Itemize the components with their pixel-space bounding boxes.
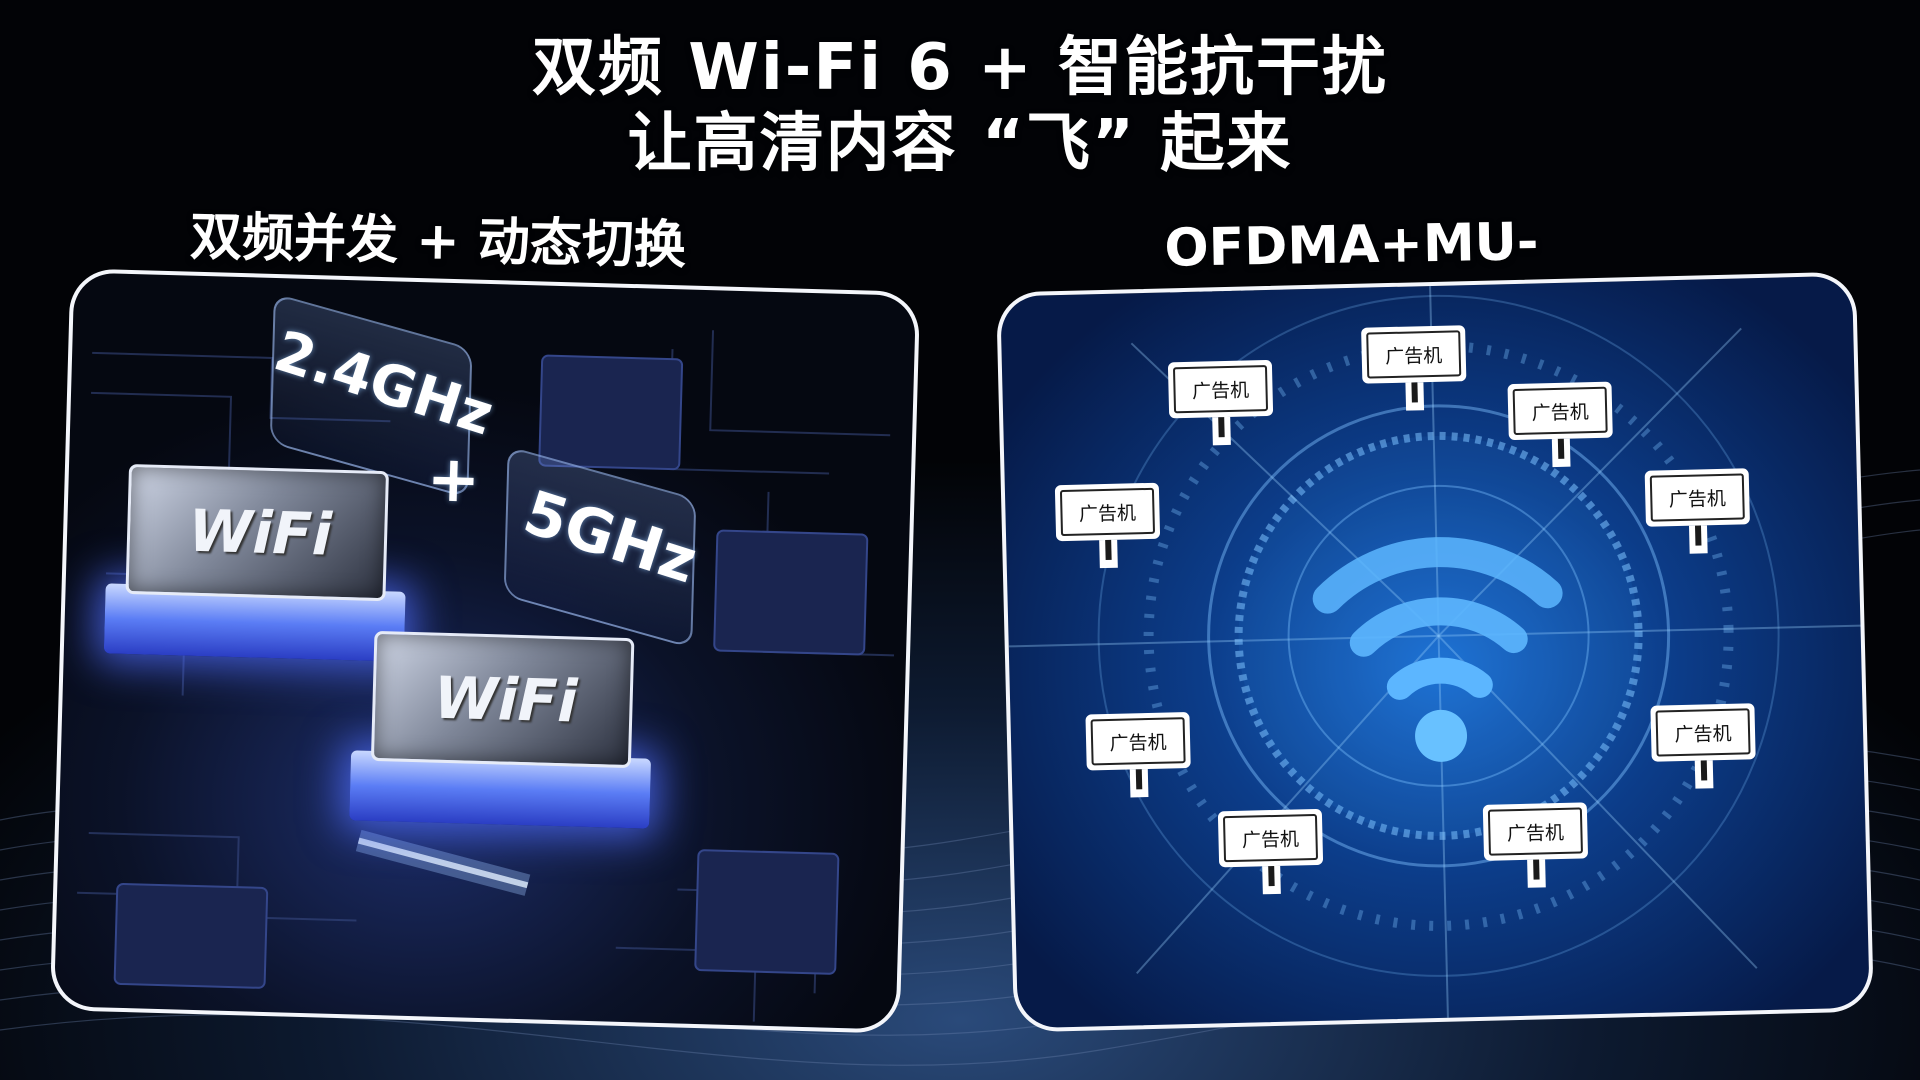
headline-line-2: 让高清内容 “飞” 起来	[627, 107, 1293, 181]
signage-device-2: 广告机	[1361, 325, 1467, 412]
wifi-chip-2-label: WiFi	[433, 663, 579, 736]
signage-device-3-label: 广告机	[1512, 386, 1608, 436]
signage-device-1: 广告机	[1167, 359, 1274, 447]
wifi-chip-2: WiFi	[349, 630, 654, 829]
wifi-chip-1-label: WiFi	[187, 496, 333, 569]
circuit-board-art	[77, 330, 895, 1022]
signage-device-4-label: 广告机	[1059, 487, 1156, 537]
network-hub-art	[1008, 285, 1869, 1026]
headline-line-1: 双频 Wi-Fi 6 + 智能抗干扰	[531, 31, 1389, 105]
signage-device-9-label: 广告机	[1487, 807, 1583, 856]
signage-device-4: 广告机	[1054, 482, 1161, 570]
dual-band-panel: 2.4GHz + 5GHz WiFi WiFi	[49, 268, 921, 1034]
ofdma-panel: 广告机 广告机 广告机 广告机 广告机 广告机 广告机 广告机 广告机	[996, 271, 1874, 1033]
signage-device-3: 广告机	[1507, 381, 1613, 469]
signage-device-7: 广告机	[1650, 703, 1756, 790]
left-section-title: 双频并发 + 动态切换	[189, 207, 687, 276]
signage-device-2-label: 广告机	[1366, 330, 1462, 379]
signage-device-1-label: 广告机	[1172, 365, 1269, 414]
signage-device-6: 广告机	[1085, 712, 1191, 799]
signage-device-6-label: 广告机	[1090, 717, 1186, 766]
signage-device-7-label: 广告机	[1655, 708, 1751, 757]
plus-sign: +	[425, 442, 482, 518]
signage-device-5-label: 广告机	[1649, 473, 1745, 522]
signage-device-8-label: 广告机	[1222, 813, 1319, 863]
signage-device-9: 广告机	[1482, 802, 1589, 889]
signage-device-8: 广告机	[1217, 808, 1324, 896]
signage-device-5: 广告机	[1644, 468, 1751, 555]
wifi-signal-icon	[1312, 537, 1563, 700]
